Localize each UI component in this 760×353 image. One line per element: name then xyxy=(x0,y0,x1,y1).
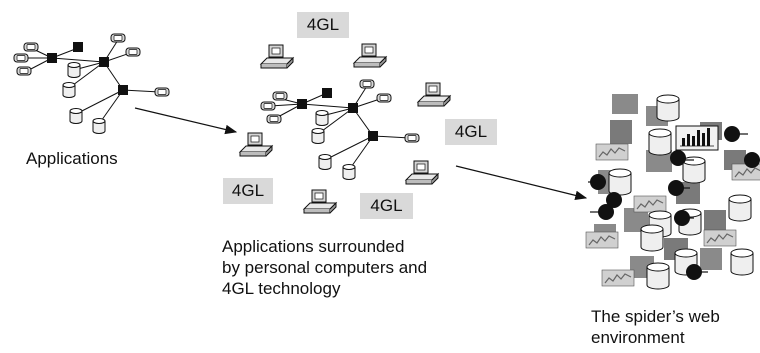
database-cylinder-icon xyxy=(311,128,325,144)
personal-computer-icon xyxy=(260,44,294,69)
4gl-tag: 4GL xyxy=(445,119,497,145)
spider-node-icon xyxy=(724,126,740,142)
spider-node-icon xyxy=(744,152,760,168)
server-node-icon xyxy=(99,57,109,67)
caption-line: by personal computers and xyxy=(222,258,428,277)
caption-line: Applications surrounded xyxy=(222,237,405,256)
spider-node-icon xyxy=(590,174,606,190)
4gl-tag: 4GL xyxy=(360,193,413,219)
caption-spiders-web: The spider’s web environment xyxy=(591,306,720,348)
caption-line: environment xyxy=(591,328,685,347)
transition-arrow xyxy=(455,165,588,201)
server-node-icon xyxy=(368,131,378,141)
personal-computer-icon xyxy=(353,43,387,68)
terminal-device-icon xyxy=(272,91,288,101)
terminal-device-icon xyxy=(110,33,126,43)
database-cylinder-icon xyxy=(69,108,83,124)
database-cylinder-icon xyxy=(648,128,672,156)
database-cylinder-icon xyxy=(640,224,664,252)
personal-computer-icon xyxy=(239,132,273,157)
surrounded-network xyxy=(239,43,451,214)
4gl-tag: 4GL xyxy=(223,178,273,204)
spider-node-icon xyxy=(674,210,690,226)
personal-computer-icon xyxy=(303,189,337,214)
terminal-device-icon xyxy=(13,53,29,63)
terminal-device-icon xyxy=(359,79,375,89)
terminal-device-icon xyxy=(266,114,282,124)
terminal-device-icon xyxy=(376,93,392,103)
line-chart-icon xyxy=(595,143,629,161)
personal-computer-icon xyxy=(405,160,439,185)
caption-line: The spider’s web xyxy=(591,307,720,326)
database-cylinder-icon xyxy=(656,94,680,122)
caption-line: 4GL technology xyxy=(222,279,341,298)
database-cylinder-icon xyxy=(608,168,632,196)
database-cylinder-icon xyxy=(646,262,670,290)
database-cylinder-icon xyxy=(315,110,329,126)
spider-node-icon xyxy=(686,264,702,280)
database-cylinder-icon xyxy=(682,156,706,184)
terminal-device-icon xyxy=(23,42,39,52)
database-cylinder-icon xyxy=(728,194,752,222)
terminal-device-icon xyxy=(404,133,420,143)
spider-node-icon xyxy=(668,180,684,196)
4gl-tag: 4GL xyxy=(297,12,349,38)
terminal-device-icon xyxy=(154,87,170,97)
caption-applications-surrounded: Applications surrounded by personal comp… xyxy=(222,236,427,299)
database-cylinder-icon xyxy=(67,62,81,78)
database-cylinder-icon xyxy=(730,248,754,276)
spiders-web-cluster xyxy=(585,94,760,290)
server-node-icon xyxy=(73,42,83,52)
personal-computer-icon xyxy=(417,82,451,107)
line-chart-icon xyxy=(633,195,667,213)
line-chart-icon xyxy=(601,269,635,287)
database-cylinder-icon xyxy=(62,82,76,98)
server-node-icon xyxy=(297,99,307,109)
transition-arrow xyxy=(134,107,238,135)
server-node-icon xyxy=(47,53,57,63)
server-node-icon xyxy=(322,88,332,98)
database-cylinder-icon xyxy=(318,154,332,170)
terminal-device-icon xyxy=(125,47,141,57)
spider-node-icon xyxy=(606,192,622,208)
server-node-icon xyxy=(348,103,358,113)
spider-node-icon xyxy=(670,150,686,166)
bar-chart-icon xyxy=(675,125,719,151)
database-cylinder-icon xyxy=(92,118,106,134)
database-cylinder-icon xyxy=(342,164,356,180)
caption-applications: Applications xyxy=(26,149,118,168)
applications-network xyxy=(13,33,170,134)
line-chart-icon xyxy=(703,229,737,247)
terminal-device-icon xyxy=(16,66,32,76)
server-node-icon xyxy=(118,85,128,95)
line-chart-icon xyxy=(585,231,619,249)
terminal-device-icon xyxy=(260,101,276,111)
